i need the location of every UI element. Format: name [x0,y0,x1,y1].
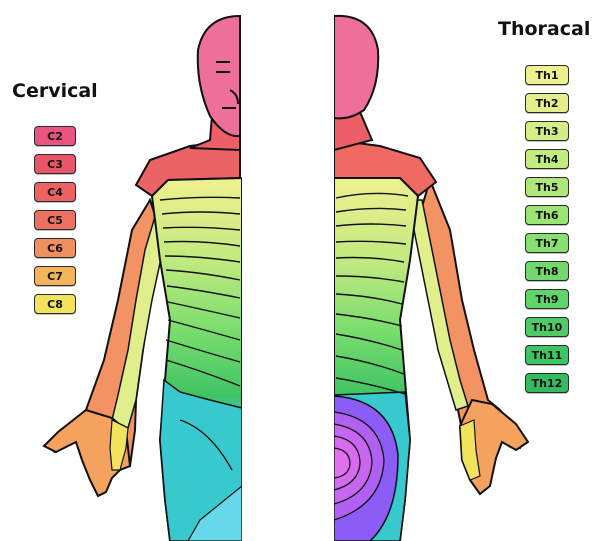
cervical-badge: C2 [34,126,76,146]
thoracal-heading: Thoracal [498,18,590,40]
cervical-label: C3 [47,158,63,171]
cervical-label: C4 [47,186,63,199]
thoracal-legend: Th1 Th2 Th3 Th4 Th5 Th6 Th7 Th8 Th9 Th10… [525,65,569,393]
thoracal-label: Th7 [536,237,559,250]
thoracal-label: Th6 [536,209,559,222]
cervical-badge: C4 [34,182,76,202]
thoracal-label: Th3 [536,125,559,138]
thoracal-badge: Th9 [525,289,569,309]
thoracal-badge: Th10 [525,317,569,337]
thoracal-badge: Th12 [525,373,569,393]
thoracal-label: Th9 [536,293,559,306]
thoracal-label: Th4 [536,153,559,166]
cervical-label: C8 [47,298,63,311]
front-head [198,16,240,136]
thoracal-label: Th2 [536,97,559,110]
back-body-half [334,16,528,541]
thoracal-badge: Th6 [525,205,569,225]
cervical-label: C7 [47,270,63,283]
cervical-badge: C6 [34,238,76,258]
thoracal-badge: Th3 [525,121,569,141]
thoracal-label: Th1 [536,69,559,82]
cervical-badge: C3 [34,154,76,174]
cervical-heading: Cervical [12,80,98,102]
thoracal-label: Th10 [532,321,563,334]
thoracal-label: Th5 [536,181,559,194]
cervical-label: C5 [47,214,63,227]
thoracal-label: Th11 [532,349,563,362]
thoracal-badge: Th1 [525,65,569,85]
thoracal-badge: Th11 [525,345,569,365]
cervical-badge: C8 [34,294,76,314]
thoracal-badge: Th5 [525,177,569,197]
thoracal-badge: Th2 [525,93,569,113]
thoracal-badge: Th8 [525,261,569,281]
back-head [334,16,378,118]
cervical-badge: C7 [34,266,76,286]
thoracal-badge: Th4 [525,149,569,169]
thoracal-badge: Th7 [525,233,569,253]
cervical-label: C2 [47,130,63,143]
center-divider [242,0,334,541]
cervical-badge: C5 [34,210,76,230]
thoracal-label: Th12 [532,377,563,390]
thoracal-label: Th8 [536,265,559,278]
cervical-label: C6 [47,242,63,255]
cervical-legend: C2 C3 C4 C5 C6 C7 C8 [34,126,76,314]
